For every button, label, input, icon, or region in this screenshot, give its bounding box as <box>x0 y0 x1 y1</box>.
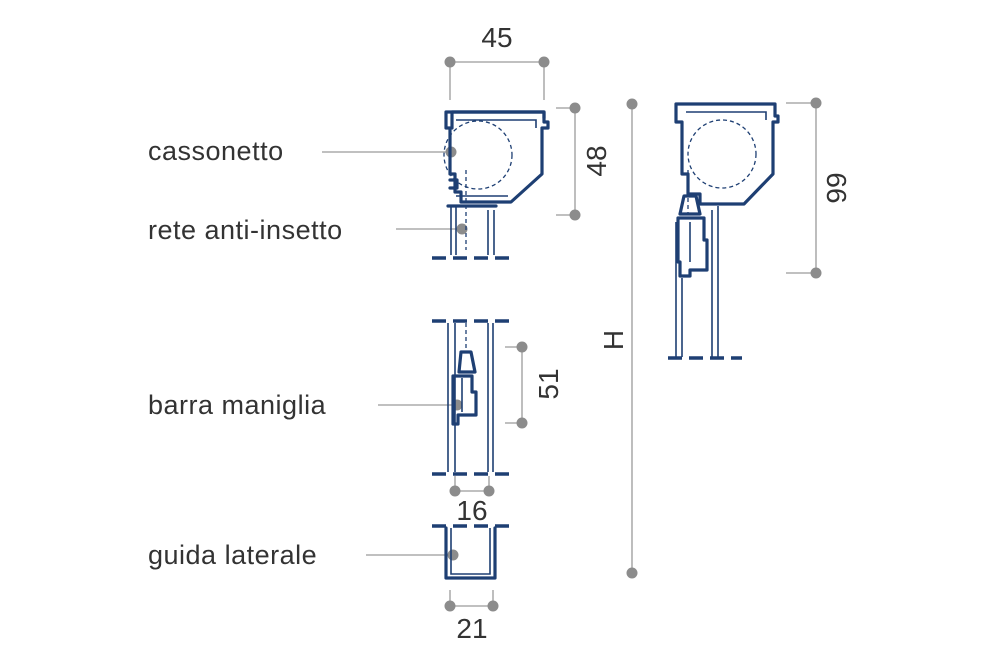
dimension-box-height-value: 48 <box>581 145 612 176</box>
dimension-guide-width-value: 21 <box>456 613 487 644</box>
label-barra-maniglia: barra maniglia <box>148 390 327 420</box>
label-cassonetto: cassonetto <box>148 136 284 166</box>
roll-circle <box>443 120 513 190</box>
dimension-total-height: H <box>598 98 638 579</box>
dimension-guide-width: 21 <box>444 590 499 644</box>
dimension-box-height-full: 99 <box>786 97 852 279</box>
dimension-total-height-value: H <box>598 330 629 350</box>
label-rete-anti-insetto: rete anti-insetto <box>148 215 343 245</box>
dimension-box-height-full-value: 99 <box>821 172 852 203</box>
leader-barra <box>378 399 463 411</box>
dimension-bar-width: 16 <box>449 476 495 526</box>
dimension-box-height: 48 <box>556 102 612 221</box>
rete-rails-top <box>432 204 514 260</box>
roll-circle-assembled <box>687 119 757 189</box>
label-guida-laterale: guida laterale <box>148 540 317 570</box>
assembled-view <box>668 102 780 360</box>
guida-section <box>432 524 514 580</box>
dimension-bar-height: 51 <box>505 341 564 429</box>
leader-cassonetto <box>322 146 457 158</box>
cassonetto-profile <box>443 110 550 250</box>
barra-section <box>432 319 514 476</box>
dimension-bar-width-value: 16 <box>456 495 487 526</box>
dimension-bar-height-value: 51 <box>533 368 564 399</box>
dimension-box-width: 45 <box>444 22 550 100</box>
dimension-box-width-value: 45 <box>481 22 512 53</box>
